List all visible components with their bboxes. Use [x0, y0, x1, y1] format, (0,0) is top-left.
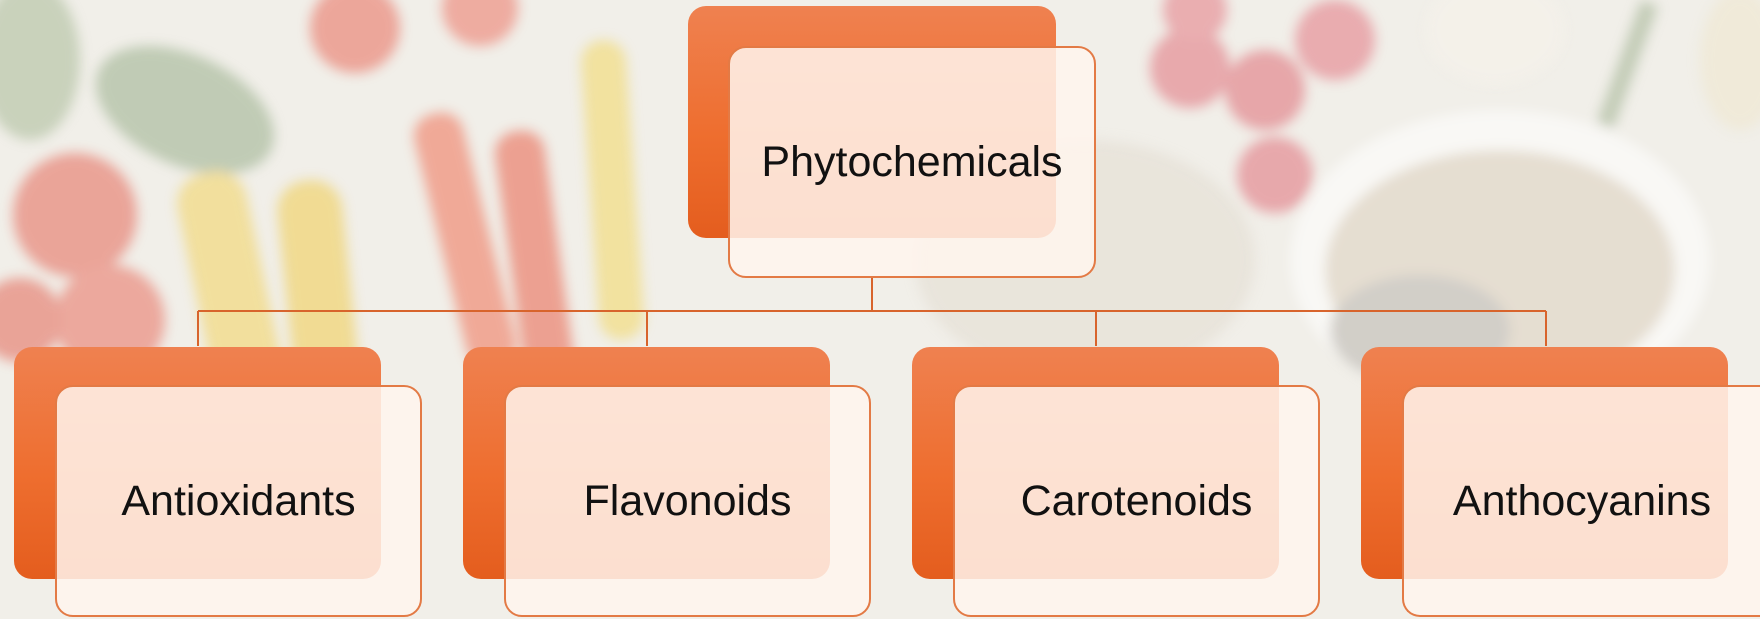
node-card: Flavonoids [504, 385, 871, 617]
node-phytochemicals: Phytochemicals [688, 6, 1096, 278]
node-card: Anthocyanins [1402, 385, 1760, 617]
node-label-anthocyanins: Anthocyanins [1452, 476, 1712, 525]
node-carotenoids: Carotenoids [912, 347, 1320, 617]
node-antioxidants: Antioxidants [14, 347, 422, 617]
node-label-phytochemicals: Phytochemicals [761, 137, 1063, 186]
node-label-flavonoids: Flavonoids [583, 476, 792, 525]
node-label-carotenoids: Carotenoids [1020, 476, 1253, 525]
node-card: Antioxidants [55, 385, 422, 617]
node-card: Carotenoids [953, 385, 1320, 617]
node-label-antioxidants: Antioxidants [121, 476, 356, 525]
node-card: Phytochemicals [728, 46, 1096, 278]
node-anthocyanins: Anthocyanins [1361, 347, 1760, 617]
node-flavonoids: Flavonoids [463, 347, 871, 617]
